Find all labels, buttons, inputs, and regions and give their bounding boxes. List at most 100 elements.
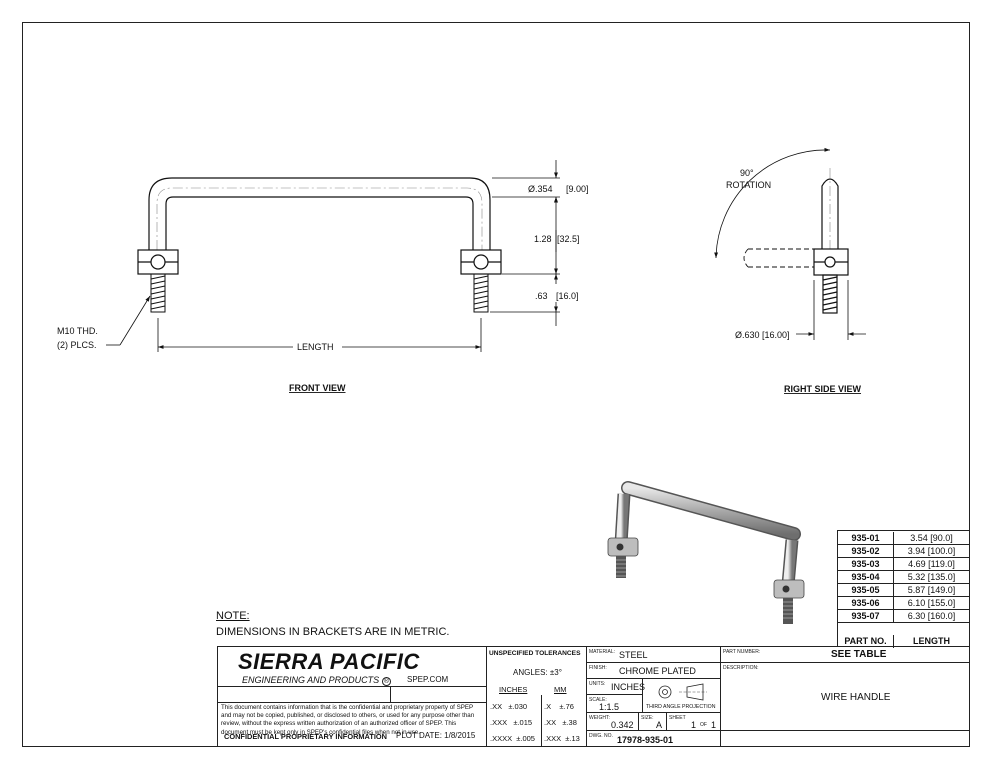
part-number-cell: 935-06 (838, 597, 894, 609)
legal-notice: This document contains information that … (221, 704, 475, 736)
part-table-header: PART NO. LENGTH (838, 635, 969, 648)
part-table-row: 935-05 5.87 [149.0] (838, 584, 969, 597)
scale-value: 1:1.5 (599, 702, 620, 712)
part-table-row: 935-03 4.69 [119.0] (838, 558, 969, 571)
tolerance-line: .XXXX ±.005 (490, 734, 535, 743)
isometric-view (607, 481, 805, 624)
material-value: STEEL (619, 650, 648, 660)
part-length-cell: 3.94 [100.0] (907, 546, 956, 556)
inch-tolerances: .XX ±.030 .XXX ±.015 .XXXX ±.005 (490, 699, 535, 747)
note-text: DIMENSIONS IN BRACKETS ARE IN METRIC. (216, 626, 450, 638)
tolerances-cell: UNSPECIFIED TOLERANCES ANGLES: ±3° INCHE… (486, 647, 586, 747)
confidential-label: CONFIDENTIAL PROPRIETARY INFORMATION (224, 732, 388, 741)
part-table-row: 935-04 5.32 [135.0] (838, 571, 969, 584)
part-table-header-part: PART NO. (838, 635, 894, 648)
right-view-handle (743, 168, 849, 314)
thread-label-2: (2) PLCS. (57, 340, 97, 350)
size-value: A (656, 720, 663, 730)
confidential-row: CONFIDENTIAL PROPRIETARY INFORMATION PLO… (218, 687, 486, 741)
front-view-title: FRONT VIEW (289, 383, 346, 393)
company-name: SIERRA PACIFIC (238, 649, 420, 674)
units-value: INCHES (611, 682, 646, 692)
part-table-row: 935-02 3.94 [100.0] (838, 545, 969, 558)
part-number-cell: 935-01 (838, 532, 894, 544)
drawing-number: 17978-935-01 (617, 735, 674, 745)
part-length-cell: 6.10 [155.0] (907, 598, 956, 608)
height-mm-label: [32.5] (557, 234, 580, 244)
sheets-value: 1 (711, 720, 717, 730)
part-length-cell: 4.69 [119.0] (908, 559, 955, 569)
weight-cell: WEIGHT: 0.342 (586, 713, 638, 731)
scale-cell: SCALE: 1:1.5 (586, 695, 642, 713)
right-view-title: RIGHT SIDE VIEW (784, 384, 862, 394)
height-label: 1.28 (534, 234, 552, 244)
part-number-cell: 935-03 (838, 558, 894, 570)
part-length-cell: 6.30 [160.0] (907, 611, 956, 621)
company-cell: SIERRA PACIFIC ENGINEERING AND PRODUCTS … (218, 647, 486, 687)
part-number-value: SEE TABLE (831, 649, 887, 660)
dia-rod-label: Ø.354 (528, 184, 553, 194)
part-table-row: 935-01 3.54 [90.0] (838, 532, 969, 545)
stud-label: .63 (535, 291, 548, 301)
material-cell: MATERIAL: STEEL (586, 647, 720, 663)
part-table-row: 935-06 6.10 [155.0] (838, 597, 969, 610)
tolerance-line: .XXX ±.13 (544, 734, 580, 743)
front-view-handle (137, 177, 502, 275)
tolerance-line: .XXX ±.015 (490, 718, 533, 727)
front-view-threads (150, 273, 489, 313)
projection-cell: THIRD ANGLE PROJECTION (642, 679, 720, 713)
part-number-cell: 935-07 (838, 610, 894, 622)
part-table: PART NO. LENGTH 935-01 3.54 [90.0] 935-02 3… (837, 530, 970, 648)
part-table-header-length: LENGTH (913, 636, 950, 646)
dia-rod-mm-label: [9.00] (566, 184, 589, 194)
part-number-cell: 935-05 (838, 584, 894, 596)
dia-base-label: Ø.630 (735, 330, 760, 340)
right-view-dimension-text: 90° ROTATION Ø.630 [16.00] (726, 168, 790, 340)
tolerance-line: .XX ±.030 (490, 702, 528, 711)
plot-date: PLOT DATE: 1/8/2015 (396, 731, 476, 740)
finish-value: CHROME PLATED (619, 666, 696, 676)
sheet-cell: SHEET 1 OF 1 (666, 713, 720, 731)
stud-mm-label: [16.0] (556, 291, 579, 301)
length-label: LENGTH (297, 342, 334, 352)
sheet-value: 1 (691, 720, 697, 730)
part-length-cell: 3.54 [90.0] (910, 533, 953, 543)
mm-header: MM (554, 685, 567, 694)
finish-cell: FINISH: CHROME PLATED (586, 663, 720, 679)
company-subtitle: ENGINEERING AND PRODUCTS ® (242, 675, 391, 686)
dia-base-mm-label: [16.00] (762, 330, 790, 340)
right-view-dimensions (714, 147, 866, 340)
angles-tolerance: ANGLES: ±3° (513, 668, 562, 677)
tolerances-title: UNSPECIFIED TOLERANCES (489, 650, 581, 657)
company-website: SPEP.COM (407, 675, 449, 684)
part-length-cell: 5.87 [149.0] (907, 585, 956, 595)
front-view-dimension-text: Ø.354 [9.00] 1.28 [32.5] .63 [16.0] LENG… (57, 184, 589, 352)
weight-value: 0.342 (611, 720, 634, 730)
part-length-cell: 5.32 [135.0] (907, 572, 956, 582)
blank-cell (720, 731, 970, 747)
description-value: WIRE HANDLE (821, 692, 891, 703)
size-cell: SIZE: A (638, 713, 666, 731)
thread-label-1: M10 THD. (57, 326, 98, 336)
third-angle-projection-icon (658, 683, 707, 701)
note-heading: NOTE: (216, 610, 250, 622)
front-view-dimensions (106, 160, 560, 352)
mm-tolerances: .X ±.76 .XX ±.38 .XXX ±.13 (544, 699, 580, 747)
rotation-label-2: ROTATION (726, 180, 771, 190)
part-number-cell: 935-02 (838, 545, 894, 557)
units-cell: UNITS: INCHES (586, 679, 646, 695)
description-cell: DESCRIPTION: WIRE HANDLE (720, 663, 970, 731)
of-label: OF (700, 722, 707, 728)
part-number-cell: PART NUMBER: SEE TABLE (720, 647, 970, 663)
part-number-cell: 935-04 (838, 571, 894, 583)
part-table-row: 935-07 6.30 [160.0] (838, 610, 969, 623)
title-block: SIERRA PACIFIC ENGINEERING AND PRODUCTS … (217, 646, 970, 747)
registered-icon: ® (381, 677, 391, 686)
projection-label: THIRD ANGLE PROJECTION (646, 704, 716, 710)
drawing-number-cell: DWG. NO. 17978-935-01 (586, 731, 720, 747)
rotation-label-1: 90° (740, 168, 754, 178)
inches-header: INCHES (499, 685, 528, 694)
tolerance-line: .X ±.76 (544, 702, 574, 711)
tolerance-line: .XX ±.38 (544, 718, 577, 727)
